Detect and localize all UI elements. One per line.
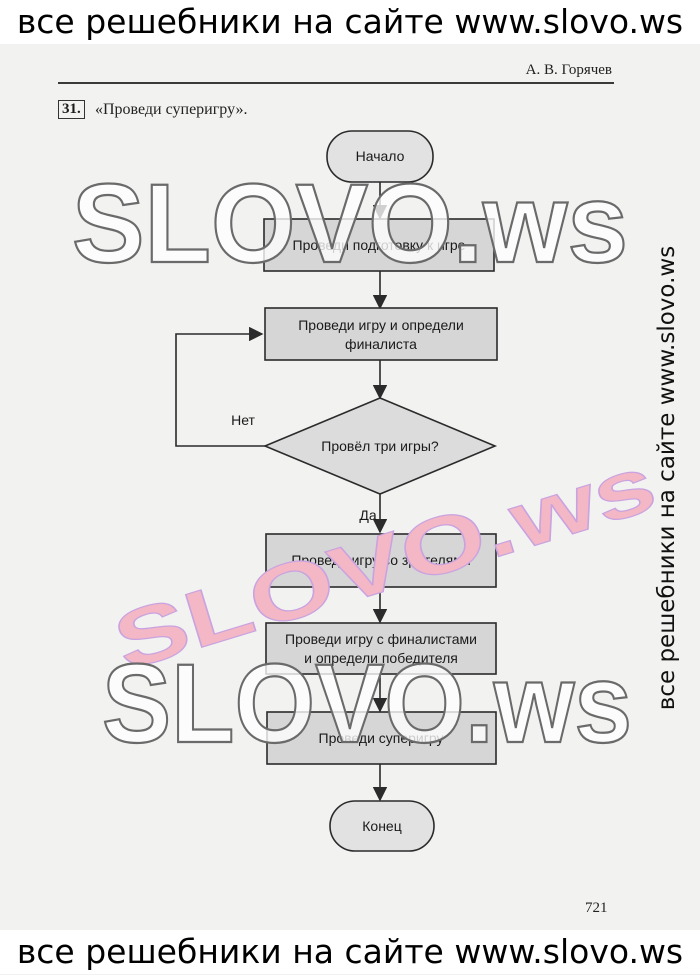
step-finalists-node: Проведи игру с финалистами и определи по… [265, 622, 497, 675]
decision-node: Провёл три игры? [262, 397, 498, 495]
step-prepare-node: Проведи подготовку к игре [263, 218, 495, 272]
step-game-label-line1: Проведи игру и определи [298, 317, 464, 333]
step-super-node: Проведи суперигру [266, 711, 497, 765]
header-author: А. В. Горячев [525, 62, 612, 78]
header-rule [58, 82, 614, 84]
decision-no-label: Нет [231, 412, 255, 428]
end-label: Конец [362, 818, 401, 834]
edges [175, 182, 388, 802]
edge-decision-no-loop [175, 326, 265, 447]
decision-yes-label: Да [359, 507, 376, 523]
step-finalists-label-line2: и определи победителя [304, 650, 458, 666]
start-node: Начало [326, 130, 434, 183]
bottom-banner: все решебники на сайте www.slovo.ws [0, 930, 700, 974]
task-number: 31. [58, 100, 85, 119]
top-banner: все решебники на сайте www.slovo.ws [0, 0, 700, 44]
step-super-label: Проведи суперигру [319, 730, 444, 746]
end-node: Конец [329, 800, 435, 852]
step-finalists-label-line1: Проведи игру с финалистами [285, 631, 477, 647]
start-label: Начало [356, 148, 405, 164]
step-prepare-label: Проведи подготовку к игре [293, 237, 466, 253]
side-banner: все решебники на сайте www.slovo.ws [654, 245, 680, 711]
step-game-label-line2: финалиста [345, 336, 417, 352]
step-viewers-label: Проведи игру со зрителями [291, 552, 470, 568]
step-viewers-node: Проведи игру со зрителями [265, 533, 497, 588]
watermark-outline-top: SLOVO.ws [72, 161, 628, 286]
watermark-outline-bottom: SLOVO.ws [102, 641, 632, 766]
step-game-node: Проведи игру и определи финалиста [264, 307, 498, 361]
task-title: «Проведи суперигру». [95, 101, 248, 118]
page-number: 721 [585, 900, 608, 916]
decision-label: Провёл три игры? [321, 438, 439, 454]
